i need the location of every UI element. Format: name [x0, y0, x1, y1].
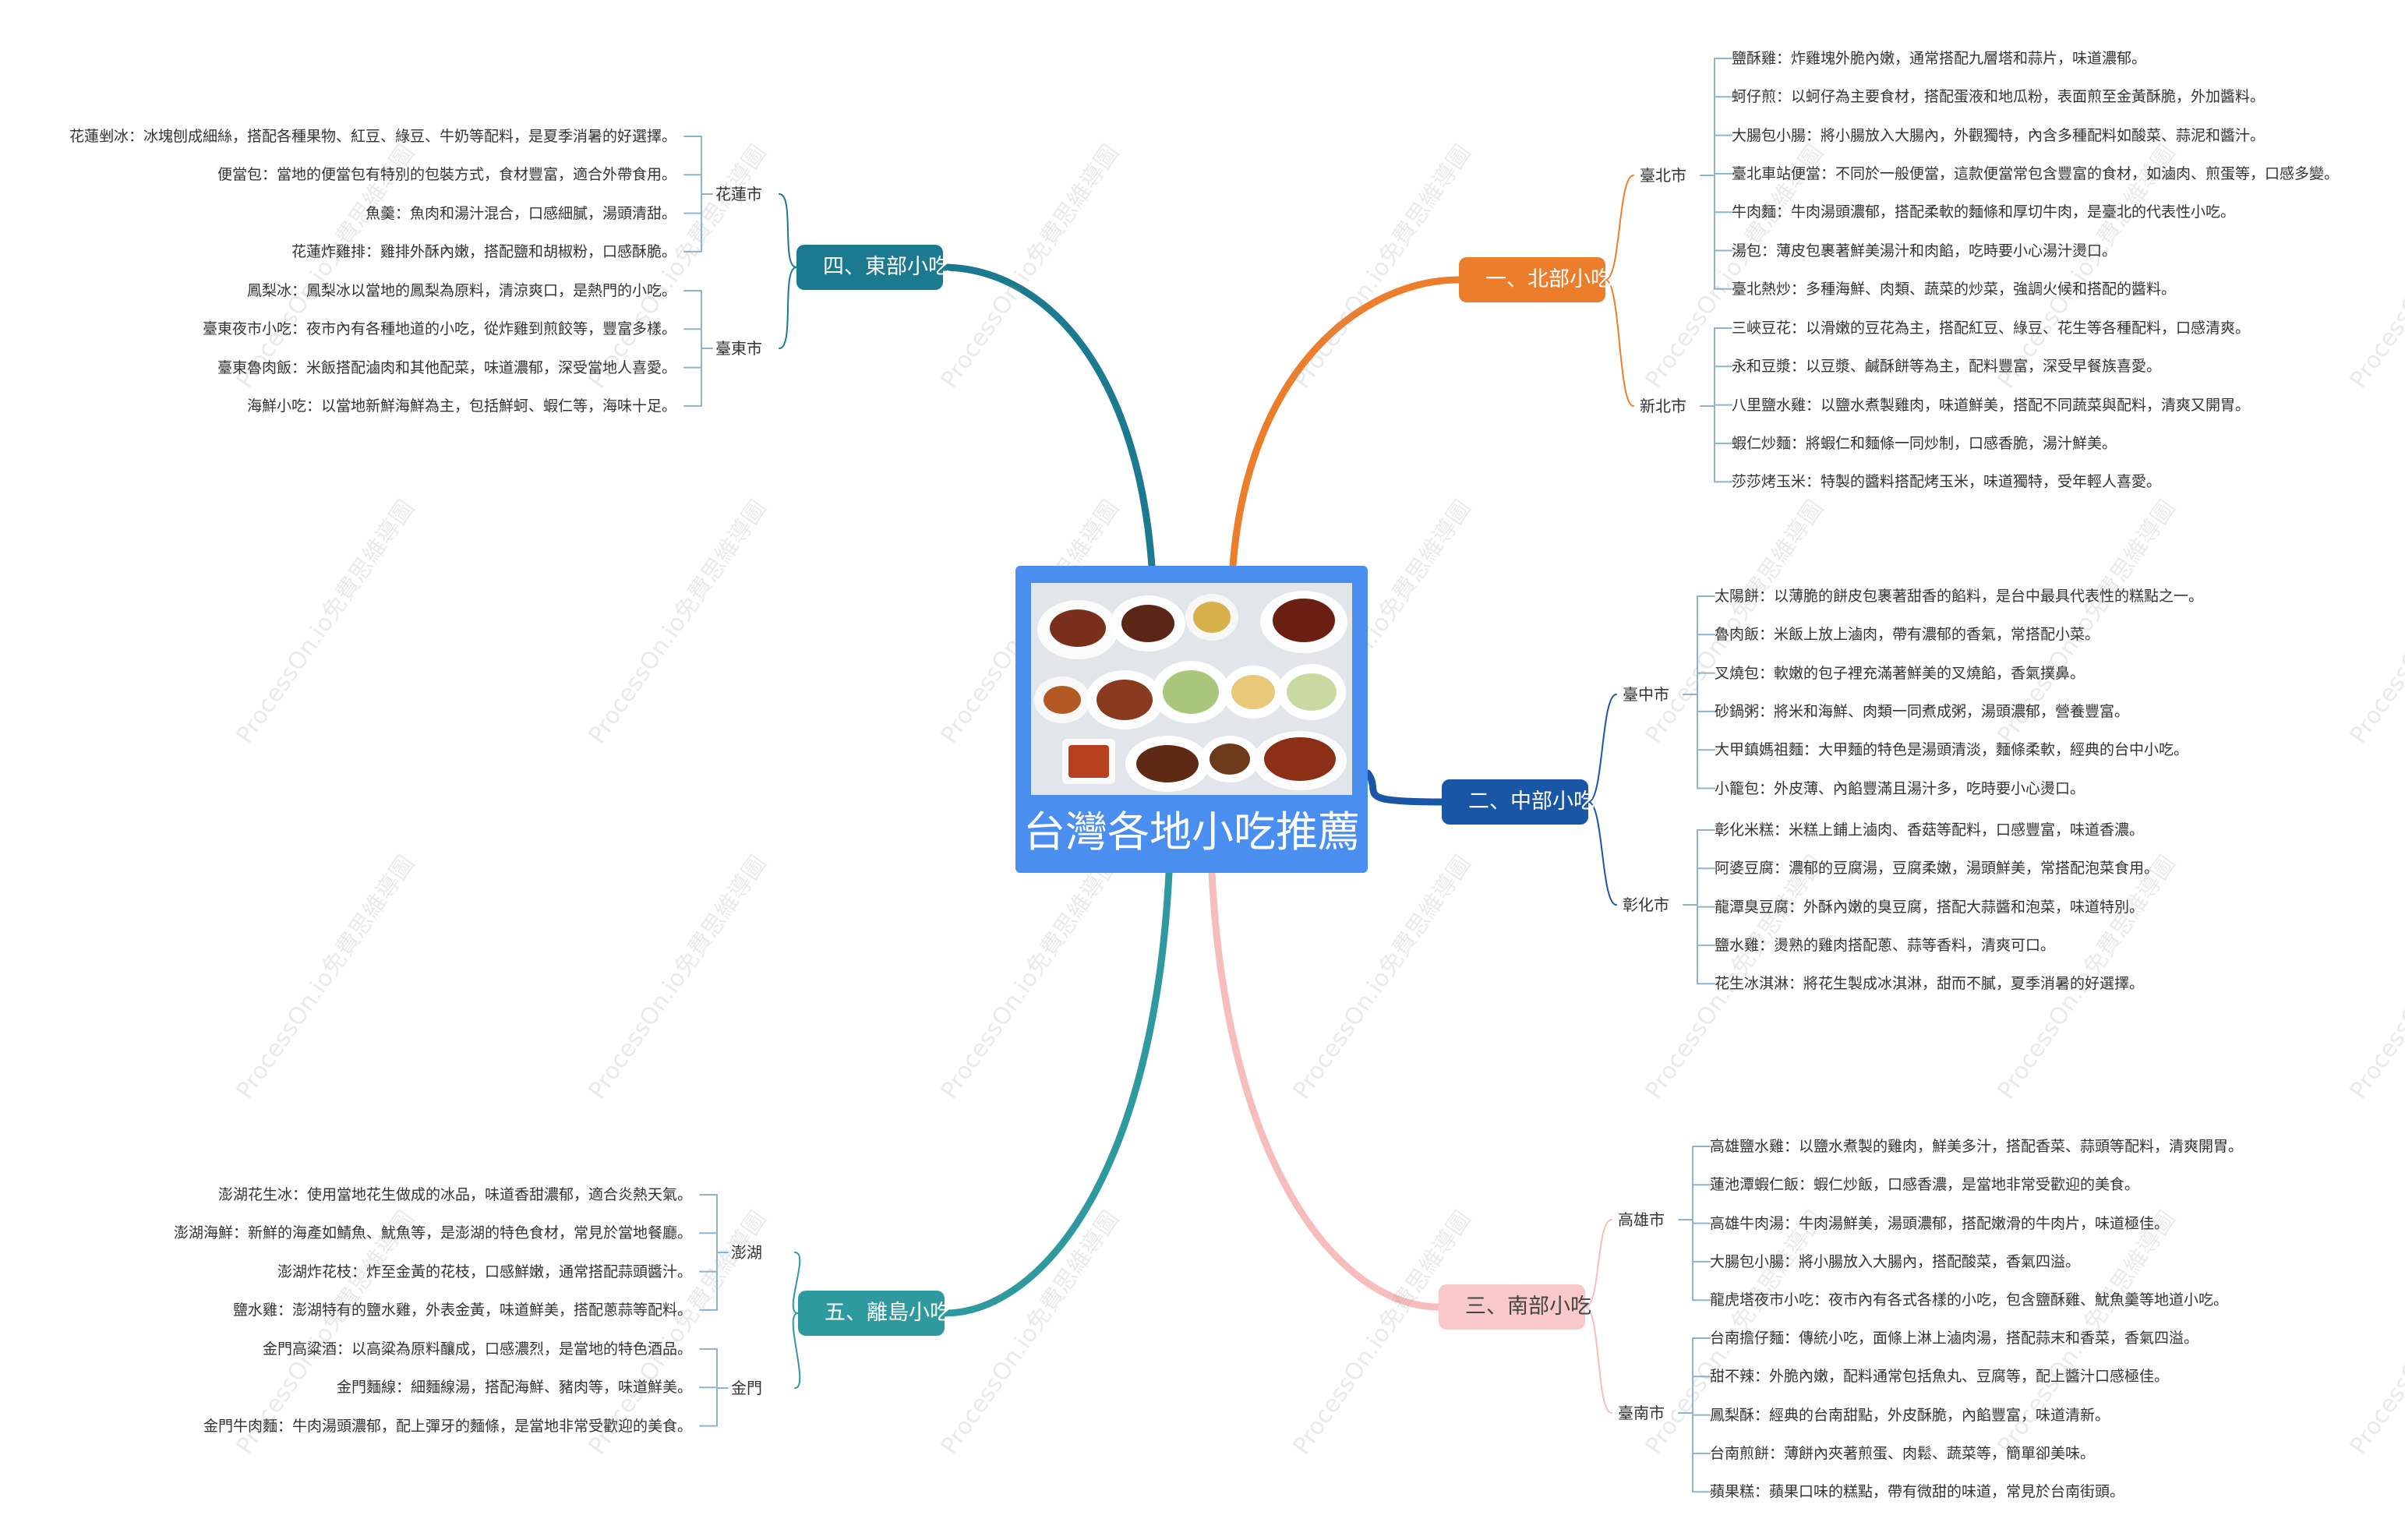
- snack-item[interactable]: 彰化米糕：米糕上鋪上滷肉、香菇等配料，口感豐富，味道香濃。: [1715, 821, 2145, 839]
- city-connector: [779, 193, 797, 268]
- snack-item[interactable]: 鹽水雞：澎湖特有的鹽水雞，外表金黃，味道鮮美，搭配蔥蒜等配料。: [232, 1301, 692, 1319]
- snack-item[interactable]: 澎湖花生冰：使用當地花生做成的冰品，味道香甜濃郁，適合炎熱天氣。: [217, 1186, 692, 1203]
- snack-item[interactable]: 大腸包小腸：將小腸放入大腸內，外觀獨特，內含多種配料如酸菜、蒜泥和醬汁。: [1732, 126, 2266, 144]
- snack-item[interactable]: 八里鹽水雞：以鹽水煮製雞肉，味道鮮美，搭配不同蔬菜與配料，清爽又開胃。: [1732, 396, 2251, 414]
- city-connector: [1587, 801, 1617, 906]
- snack-item[interactable]: 鳳梨酥：經典的台南甜點，外皮酥脆，內餡豐富，味道清新。: [1710, 1406, 2110, 1424]
- snack-item[interactable]: 台南擔仔麵：傳統小吃，面條上淋上滷肉湯，搭配蒜末和香菜，香氣四溢。: [1710, 1330, 2199, 1347]
- branch-connector: [1208, 869, 1443, 1311]
- city-label[interactable]: 高雄市: [1618, 1210, 1665, 1229]
- snack-item[interactable]: 魚羹：魚肉和湯汁混合，口感細膩，湯頭清甜。: [365, 204, 676, 222]
- snack-item[interactable]: 臺東夜市小吃：夜市內有各種地道的小吃，從炸雞到煎餃等，豐富多樣。: [202, 320, 676, 338]
- snack-item[interactable]: 臺東魯肉飯：米飯搭配滷肉和其他配菜，味道濃郁，深受當地人喜愛。: [217, 359, 676, 376]
- branch-connector: [1364, 769, 1446, 806]
- snack-item[interactable]: 鳳梨冰：鳳梨冰以當地的鳳梨為原料，清涼爽口，是熱門的小吃。: [246, 282, 676, 299]
- snack-item[interactable]: 澎湖海鮮：新鮮的海產如鯖魚、魷魚等，是澎湖的特色食材，常見於當地餐廳。: [173, 1224, 692, 1242]
- city-label[interactable]: 澎湖: [731, 1243, 762, 1262]
- snack-item[interactable]: 龍虎塔夜市小吃：夜市內有各式各樣的小吃，包含鹽酥雞、魷魚羹等地道小吃。: [1710, 1291, 2229, 1309]
- city-connector: [792, 1252, 801, 1314]
- city-connector: [1605, 279, 1634, 407]
- snack-item[interactable]: 小籠包：外皮薄、內餡豐滿且湯汁多，吃時要小心燙口。: [1715, 779, 2085, 797]
- central-title: 台灣各地小吃推薦: [1023, 807, 1360, 857]
- snack-item[interactable]: 鹽水雞：燙熟的雞肉搭配蔥、蒜等香料，清爽可口。: [1715, 936, 2056, 954]
- city-label[interactable]: 金門: [731, 1379, 762, 1397]
- branch-topic-4[interactable]: 四、東部小吃: [796, 245, 949, 290]
- snack-item[interactable]: 湯包：薄皮包裹著鮮美湯汁和肉餡，吃時要小心湯汁燙口。: [1732, 242, 2117, 260]
- city-label[interactable]: 新北市: [1640, 397, 1686, 415]
- snack-item[interactable]: 太陽餅：以薄脆的餅皮包裹著甜香的餡料，是台中最具代表性的糕點之一。: [1715, 588, 2204, 605]
- snack-item[interactable]: 澎湖炸花枝：炸至金黃的花枝，口感鮮嫩，通常搭配蒜頭醬汁。: [277, 1263, 692, 1280]
- city-connector: [779, 267, 797, 349]
- snack-item[interactable]: 甜不辣：外脆內嫩，配料通常包括魚丸、豆腐等，配上醬汁口感極佳。: [1710, 1368, 2170, 1386]
- city-label[interactable]: 花蓮市: [715, 185, 762, 203]
- snack-item[interactable]: 海鮮小吃：以當地新鮮海鮮為主，包括鮮蚵、蝦仁等，海味十足。: [246, 397, 676, 415]
- city-label[interactable]: 臺東市: [715, 339, 762, 358]
- city-connector: [1587, 694, 1617, 803]
- branch-topic-5[interactable]: 五、離島小吃: [798, 1291, 951, 1336]
- snack-item[interactable]: 大腸包小腸：將小腸放入大腸內，搭配酸菜，香氣四溢。: [1710, 1252, 2081, 1270]
- snack-item[interactable]: 便當包：當地的便當包有特別的包裝方式，食材豐富，適合外帶食用。: [217, 166, 676, 184]
- snack-item[interactable]: 臺北車站便當：不同於一般便當，這款便當常包含豐富的食材，如滷肉、煎蛋等，口感多變…: [1732, 164, 2340, 182]
- snack-item[interactable]: 永和豆漿：以豆漿、鹹酥餅等為主，配料豐富，深受早餐族喜愛。: [1732, 358, 2162, 376]
- snack-item[interactable]: 臺北熱炒：多種海鮮、肉類、蔬菜的炒菜，強調火候和搭配的醬料。: [1732, 280, 2177, 298]
- snack-item[interactable]: 花蓮剉冰：冰塊刨成細絲，搭配各種果物、紅豆、綠豆、牛奶等配料，是夏季消暑的好選擇…: [69, 128, 676, 145]
- food-platter-illustration: [1031, 583, 1352, 795]
- snack-item[interactable]: 魯肉飯：米飯上放上滷肉，帶有濃郁的香氣，常搭配小菜。: [1715, 626, 2100, 644]
- snack-item[interactable]: 蝦仁炒麵：將蝦仁和麵條一同炒制，口感香脆，湯汁鮮美。: [1732, 434, 2117, 452]
- snack-item[interactable]: 花生冰淇淋：將花生製成冰淇淋，甜而不膩，夏季消暑的好選擇。: [1715, 975, 2145, 993]
- snack-item[interactable]: 牛肉麵：牛肉湯頭濃郁，搭配柔軟的麵條和厚切牛肉，是臺北的代表性小吃。: [1732, 203, 2236, 221]
- snack-item[interactable]: 金門高粱酒：以高粱為原料釀成，口感濃烈，是當地的特色酒品。: [262, 1340, 692, 1358]
- snack-item[interactable]: 蚵仔煎：以蚵仔為主要食材，搭配蛋液和地瓜粉，表面煎至金黃酥脆，外加醬料。: [1732, 88, 2266, 106]
- snack-item[interactable]: 大甲鎮媽祖麵：大甲麵的特色是湯頭清淡，麵條柔軟，經典的台中小吃。: [1715, 741, 2189, 759]
- snack-item[interactable]: 叉燒包：軟嫩的包子裡充滿著鮮美的叉燒餡，香氣撲鼻。: [1715, 664, 2085, 682]
- snack-item[interactable]: 三峽豆花：以滑嫩的豆花為主，搭配紅豆、綠豆、花生等各種配料，口感清爽。: [1732, 320, 2251, 337]
- city-connector: [792, 1312, 801, 1389]
- snack-item[interactable]: 龍潭臭豆腐：外酥內嫩的臭豆腐，搭配大蒜醬和泡菜，味道特別。: [1715, 898, 2145, 916]
- snack-item[interactable]: 高雄鹽水雞：以鹽水煮製的雞肉，鮮美多汁，搭配香菜、蒜頭等配料，清爽開胃。: [1710, 1138, 2244, 1155]
- snack-item[interactable]: 台南煎餅：薄餅內夾著煎蛋、肉鬆、蔬菜等，簡單卻美味。: [1710, 1444, 2096, 1462]
- snack-item[interactable]: 蘋果糕：蘋果口味的糕點，帶有微甜的味道，常見於台南街頭。: [1710, 1483, 2125, 1501]
- branch-topic-3[interactable]: 三、南部小吃: [1439, 1284, 1591, 1330]
- city-connector: [1584, 1306, 1612, 1414]
- snack-item[interactable]: 莎莎烤玉米：特製的醬料搭配烤玉米，味道獨特，受年輕人喜愛。: [1732, 473, 2162, 491]
- food-photo: [1031, 583, 1352, 795]
- city-label[interactable]: 臺南市: [1618, 1404, 1665, 1422]
- branch-connector: [941, 869, 1173, 1317]
- central-topic[interactable]: 台灣各地小吃推薦: [1015, 566, 1368, 873]
- snack-item[interactable]: 蓮池潭蝦仁飯：蝦仁炒飯，口感香濃，是當地非常受歡迎的美食。: [1710, 1176, 2140, 1194]
- branch-topic-2[interactable]: 二、中部小吃: [1442, 779, 1595, 825]
- snack-item[interactable]: 阿婆豆腐：濃郁的豆腐湯，豆腐柔嫩，湯頭鮮美，常搭配泡菜食用。: [1715, 860, 2160, 878]
- city-connector: [1584, 1219, 1612, 1308]
- branch-topic-1[interactable]: 一、北部小吃: [1459, 257, 1612, 302]
- city-label[interactable]: 臺中市: [1623, 685, 1669, 704]
- snack-item[interactable]: 金門牛肉麵：牛肉湯頭濃郁，配上彈牙的麵條，是當地非常受歡迎的美食。: [203, 1417, 692, 1435]
- snack-item[interactable]: 金門麵線：細麵線湯，搭配海鮮、豬肉等，味道鮮美。: [336, 1379, 692, 1397]
- snack-item[interactable]: 高雄牛肉湯：牛肉湯鮮美，湯頭濃郁，搭配嫩滑的牛肉片，味道極佳。: [1710, 1214, 2170, 1232]
- snack-item[interactable]: 花蓮炸雞排：雞排外酥內嫩，搭配鹽和胡椒粉，口感酥脆。: [291, 242, 676, 260]
- city-label[interactable]: 臺北市: [1640, 166, 1686, 185]
- branch-connector: [939, 263, 1156, 570]
- city-connector: [1605, 175, 1634, 281]
- snack-item[interactable]: 砂鍋粥：將米和海鮮、肉類一同煮成粥，湯頭濃郁，營養豐富。: [1715, 702, 2130, 720]
- snack-item[interactable]: 鹽酥雞：炸雞塊外脆內嫩，通常搭配九層塔和蒜片，味道濃郁。: [1732, 50, 2147, 67]
- city-label[interactable]: 彰化市: [1623, 895, 1669, 914]
- branch-connector: [1229, 276, 1463, 570]
